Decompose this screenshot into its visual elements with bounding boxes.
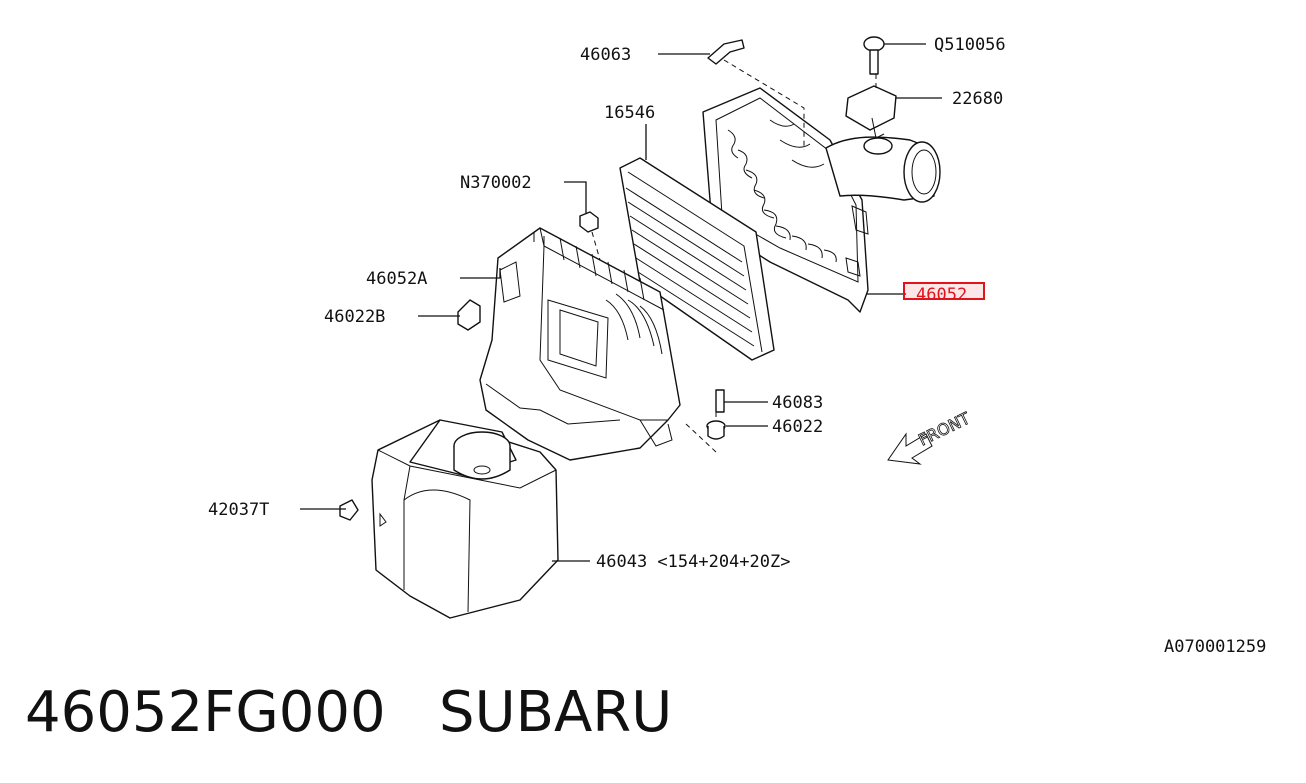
callout-46052[interactable]: 46052 — [916, 285, 967, 305]
callout-n370002[interactable]: N370002 — [460, 173, 532, 193]
front-label: FRONT — [915, 408, 973, 449]
callout-46022[interactable]: 46022 — [772, 417, 823, 437]
upper-case — [702, 87, 941, 313]
callout-22680[interactable]: 22680 — [952, 89, 1003, 109]
callout-q510056[interactable]: Q510056 — [934, 35, 1006, 55]
small-parts — [339, 36, 897, 521]
callout-46083[interactable]: 46083 — [772, 393, 823, 413]
lower-case — [479, 227, 681, 461]
callout-16546[interactable]: 16546 — [604, 103, 655, 123]
callout-46043[interactable]: 46043 <154+204+20Z> — [596, 552, 790, 572]
front-arrow: FRONT — [887, 408, 973, 465]
resonator — [371, 419, 559, 619]
callout-labels: 46063 Q510056 22680 16546 N370002 46052A… — [208, 35, 1006, 572]
part-number: 46052FG000 — [25, 680, 386, 745]
assembly-lines — [591, 59, 877, 453]
callout-46052a[interactable]: 46052A — [366, 269, 427, 289]
callout-42037t[interactable]: 42037T — [208, 500, 269, 520]
catalog-code: A070001259 — [1164, 637, 1266, 657]
part-caption: 46052FG000 SUBARU — [25, 680, 672, 745]
filter-element — [619, 157, 775, 361]
callout-46022b[interactable]: 46022B — [324, 307, 385, 327]
highlight-box — [903, 282, 985, 300]
callout-46063[interactable]: 46063 — [580, 45, 631, 65]
leader-lines — [300, 43, 942, 562]
brand-name: SUBARU — [439, 680, 673, 745]
